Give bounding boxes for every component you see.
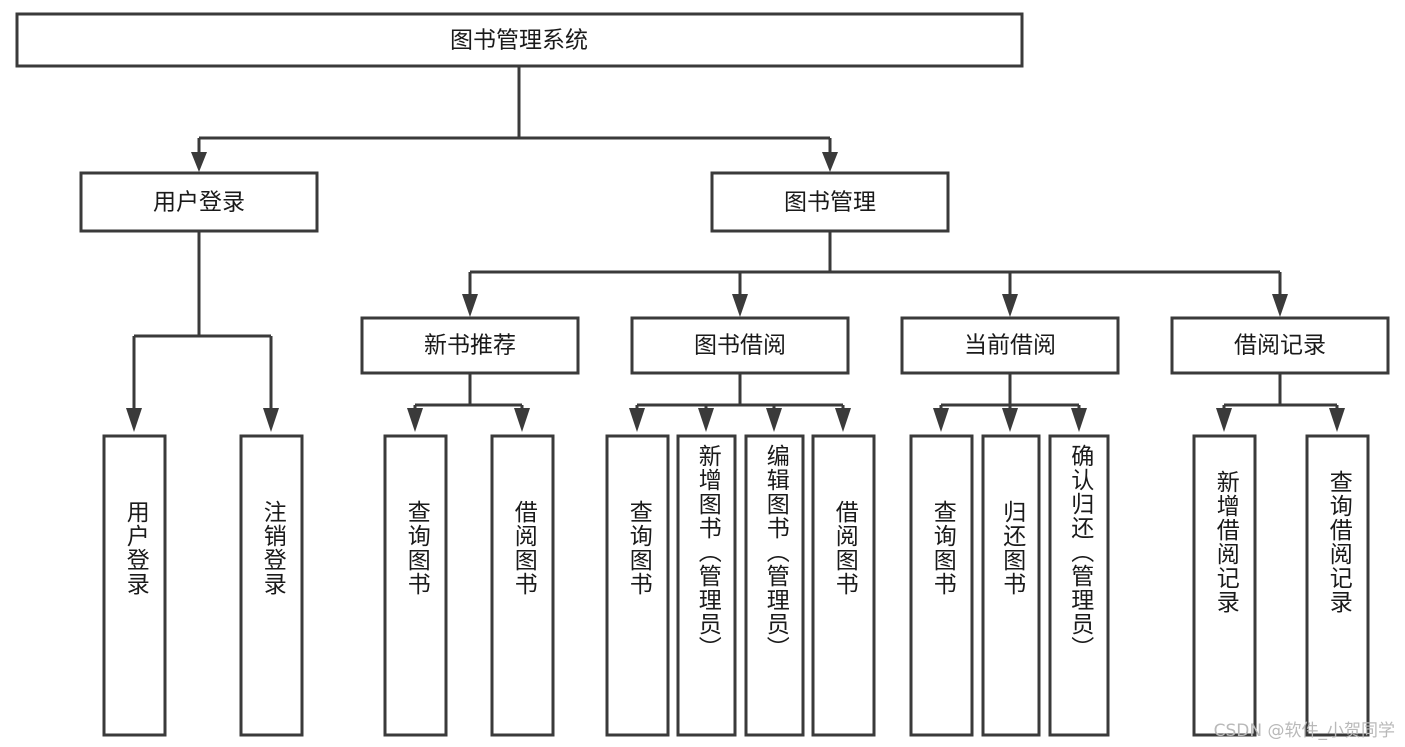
leaf-box-book-borrow-3[interactable] <box>744 434 805 737</box>
arrowhead-leaf-current-borrow-3 <box>1071 408 1087 432</box>
node-book-borrow-label: 图书借阅 <box>694 333 786 359</box>
arrowhead-leaf-user-login-2 <box>263 408 279 432</box>
node-new-book-recommend[interactable]: 新书推荐 <box>360 316 580 375</box>
arrowhead-leaf-current-borrow-1 <box>933 408 949 432</box>
arrowhead-leaf-book-borrow-2 <box>698 408 714 432</box>
node-current-borrow-box <box>900 316 1120 375</box>
node-book-management[interactable]: 图书管理 <box>710 171 950 233</box>
arrowhead-leaf-current-borrow-2 <box>1002 408 1018 432</box>
leaf-box-user-login-1[interactable] <box>102 434 167 737</box>
node-book-borrow[interactable]: 图书借阅 <box>630 316 850 375</box>
node-new-book-recommend-label: 新书推荐 <box>424 333 516 359</box>
node-root-label: 图书管理系统 <box>450 28 588 54</box>
arrowhead-current-borrow <box>1002 294 1018 317</box>
node-book-management-label: 图书管理 <box>784 190 876 216</box>
node-new-book-recommend-box <box>360 316 580 375</box>
node-user-login[interactable]: 用户登录 <box>79 171 319 233</box>
node-user-login-label: 用户登录 <box>153 190 245 216</box>
leaf-box-user-login-2[interactable] <box>239 434 304 737</box>
arrowhead-new-book <box>462 294 478 317</box>
arrowhead-book-mgmt <box>822 152 838 172</box>
node-book-management-box <box>710 171 950 233</box>
node-root-system[interactable]: 图书管理系统 <box>15 12 1024 68</box>
arrowhead-leaf-borrow-record-1 <box>1216 408 1232 432</box>
node-current-borrow-label: 当前借阅 <box>964 333 1056 359</box>
arrowhead-leaf-new-book-2 <box>514 408 530 432</box>
arrowhead-borrow-record <box>1272 294 1288 317</box>
leaf-box-book-borrow-2[interactable] <box>676 434 737 737</box>
leaf-box-current-borrow-1[interactable] <box>909 434 974 737</box>
node-borrow-record-label: 借阅记录 <box>1234 333 1326 359</box>
leaf-box-borrow-record-2[interactable] <box>1305 434 1370 737</box>
arrowhead-leaf-book-borrow-3 <box>766 408 782 432</box>
node-current-borrow[interactable]: 当前借阅 <box>900 316 1120 375</box>
arrowhead-leaf-book-borrow-4 <box>835 408 851 432</box>
arrowhead-leaf-borrow-record-2 <box>1329 408 1345 432</box>
arrowhead-leaf-user-login-1 <box>126 408 142 432</box>
leaf-box-current-borrow-2[interactable] <box>981 434 1041 737</box>
leaf-box-current-borrow-3[interactable] <box>1048 434 1110 737</box>
node-root-box <box>15 12 1024 68</box>
leaf-box-new-book-1[interactable] <box>383 434 448 737</box>
leaf-box-new-book-2[interactable] <box>490 434 555 737</box>
node-book-borrow-box <box>630 316 850 375</box>
arrowhead-leaf-new-book-1 <box>407 408 423 432</box>
leaf-box-book-borrow-1[interactable] <box>605 434 670 737</box>
leaf-box-borrow-record-1[interactable] <box>1192 434 1257 737</box>
leaf-box-book-borrow-4[interactable] <box>811 434 876 737</box>
arrowhead-leaf-book-borrow-1 <box>629 408 645 432</box>
node-borrow-record[interactable]: 借阅记录 <box>1170 316 1390 375</box>
arrowhead-book-borrow <box>732 294 748 317</box>
node-borrow-record-box <box>1170 316 1390 375</box>
arrowhead-user-login <box>191 152 207 172</box>
